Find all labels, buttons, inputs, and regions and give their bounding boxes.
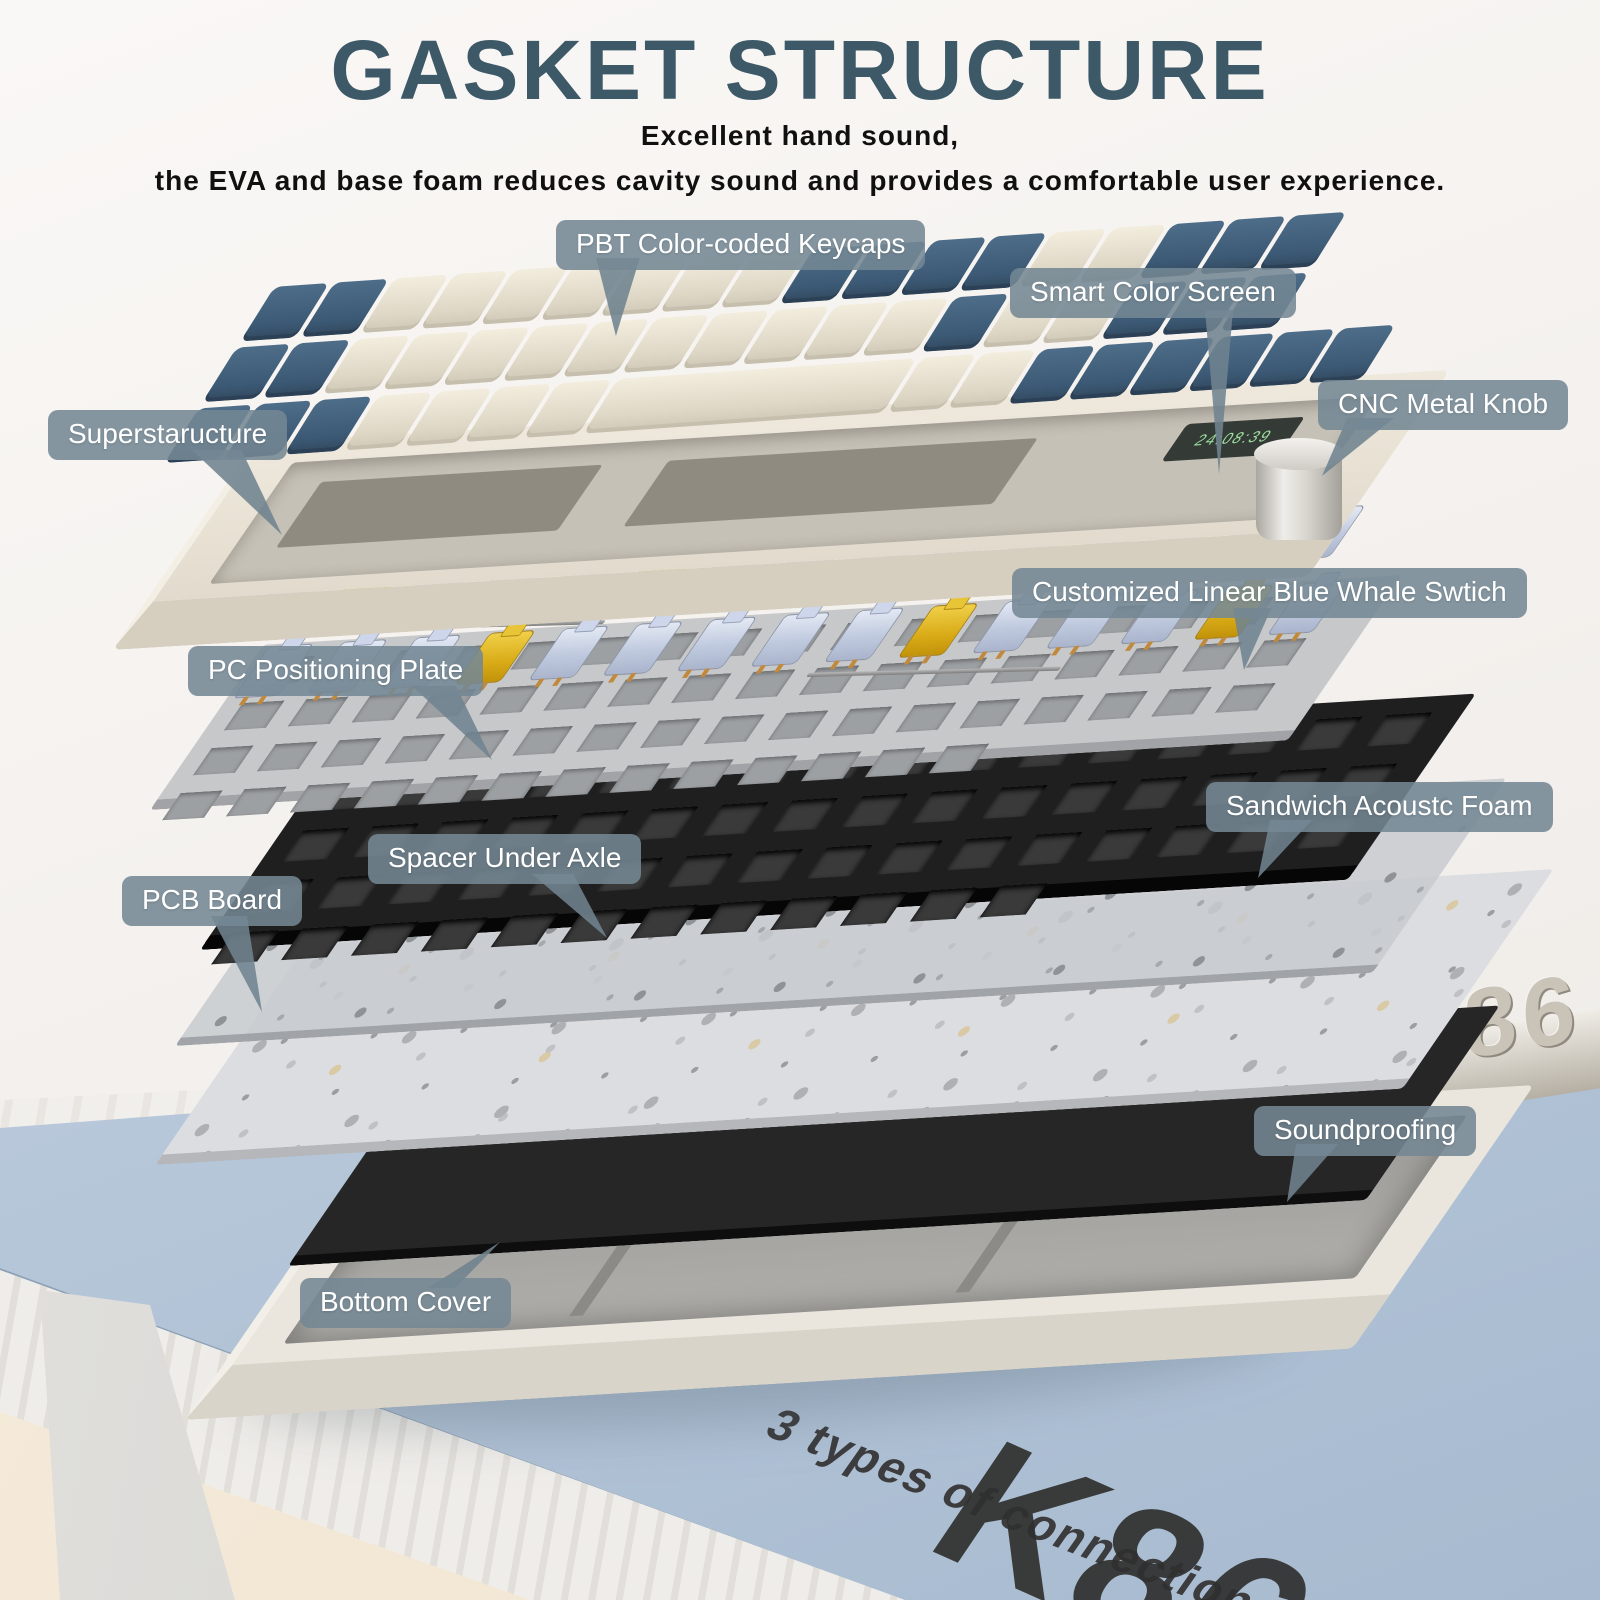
switch-yellow <box>897 602 980 658</box>
plate-hole <box>256 741 318 772</box>
foam-hole <box>1014 831 1083 867</box>
callout-spacer: Spacer Under Axle <box>368 834 642 884</box>
plate-hole <box>864 747 926 778</box>
plate-hole <box>609 763 670 793</box>
plate-hole <box>1151 686 1212 717</box>
foam-hole <box>1364 712 1433 747</box>
plate-hole <box>481 770 543 801</box>
callout-bottom-cover: Bottom Cover <box>300 1278 512 1328</box>
foam-hole <box>700 802 769 837</box>
plate-hole <box>417 774 479 805</box>
foam-hole <box>770 895 838 931</box>
plate-hole <box>225 786 287 817</box>
plate-hole <box>545 767 606 797</box>
plate-hole <box>192 745 254 776</box>
callout-keycaps: PBT Color-coded Keycaps <box>556 220 926 270</box>
callout-soundproofing: Soundproofing <box>1254 1106 1477 1156</box>
foam-hole <box>281 925 349 961</box>
plate-hole <box>831 706 893 737</box>
page-title: GASKET STRUCTURE <box>330 23 1270 117</box>
plate-hole <box>704 714 765 745</box>
plate-hole <box>928 743 990 774</box>
plate-hole <box>736 755 798 786</box>
foam-hole <box>1295 716 1363 751</box>
switch-blue <box>749 611 832 667</box>
callout-screen: Smart Color Screen <box>1010 268 1296 318</box>
foam-hole <box>979 883 1048 918</box>
callout-plate: PC Positioning Plate <box>188 646 484 696</box>
foam-hole <box>840 891 908 926</box>
switch-blue <box>823 607 906 663</box>
plate-hole <box>289 782 351 813</box>
plate-hole <box>959 698 1021 729</box>
foam-hole <box>875 840 943 875</box>
subtitle-line-2: the EVA and base foam reduces cavity sou… <box>154 165 1446 196</box>
foam-hole <box>350 921 419 956</box>
plate-hole <box>162 790 223 821</box>
plate-hole <box>800 751 862 782</box>
plate-hole <box>673 759 734 790</box>
foam-hole <box>630 806 699 841</box>
callout-superstructure: Superstaructure <box>48 410 288 460</box>
plate-hole <box>353 778 415 809</box>
foam-hole <box>281 827 350 862</box>
foam-hole <box>945 836 1013 871</box>
foam-hole <box>420 917 489 952</box>
plate-hole <box>767 710 829 741</box>
callout-knob: CNC Metal Knob <box>1318 380 1569 430</box>
foam-hole <box>700 900 768 935</box>
foam-hole <box>665 853 734 888</box>
foam-hole <box>1084 827 1153 862</box>
foam-hole <box>630 904 698 939</box>
foam-hole <box>1050 780 1118 815</box>
subtitle-line-1: Excellent hand sound, <box>640 120 960 151</box>
switch-blue <box>528 625 610 681</box>
callout-foam: Sandwich Acoustc Foam <box>1206 782 1553 832</box>
foam-hole <box>805 844 873 879</box>
plate-hole <box>895 702 957 733</box>
frame-cutout <box>623 437 1038 527</box>
callout-pcb: PCB Board <box>122 876 303 926</box>
foam-hole <box>735 849 803 884</box>
plate-hole <box>576 722 637 752</box>
switch-blue <box>601 620 684 677</box>
plate-hole <box>1087 690 1148 721</box>
frame-cutout <box>275 464 604 548</box>
plate-hole <box>1215 683 1276 713</box>
plate-hole <box>384 733 446 764</box>
switch-blue <box>675 616 758 672</box>
plate-hole <box>512 726 573 756</box>
foam-hole <box>1120 776 1188 811</box>
foam-hole <box>910 789 978 824</box>
stabilizer-wire <box>805 666 1062 678</box>
foam-hole <box>909 887 978 922</box>
plate-hole <box>1023 694 1085 725</box>
callout-switch: Customized Linear Blue Whale Swtich <box>1012 568 1527 618</box>
foam-hole <box>840 793 909 828</box>
plate-hole <box>320 737 382 768</box>
foam-hole <box>980 784 1048 820</box>
foam-hole <box>490 913 559 948</box>
plate-hole <box>640 718 701 748</box>
foam-hole <box>770 797 839 832</box>
